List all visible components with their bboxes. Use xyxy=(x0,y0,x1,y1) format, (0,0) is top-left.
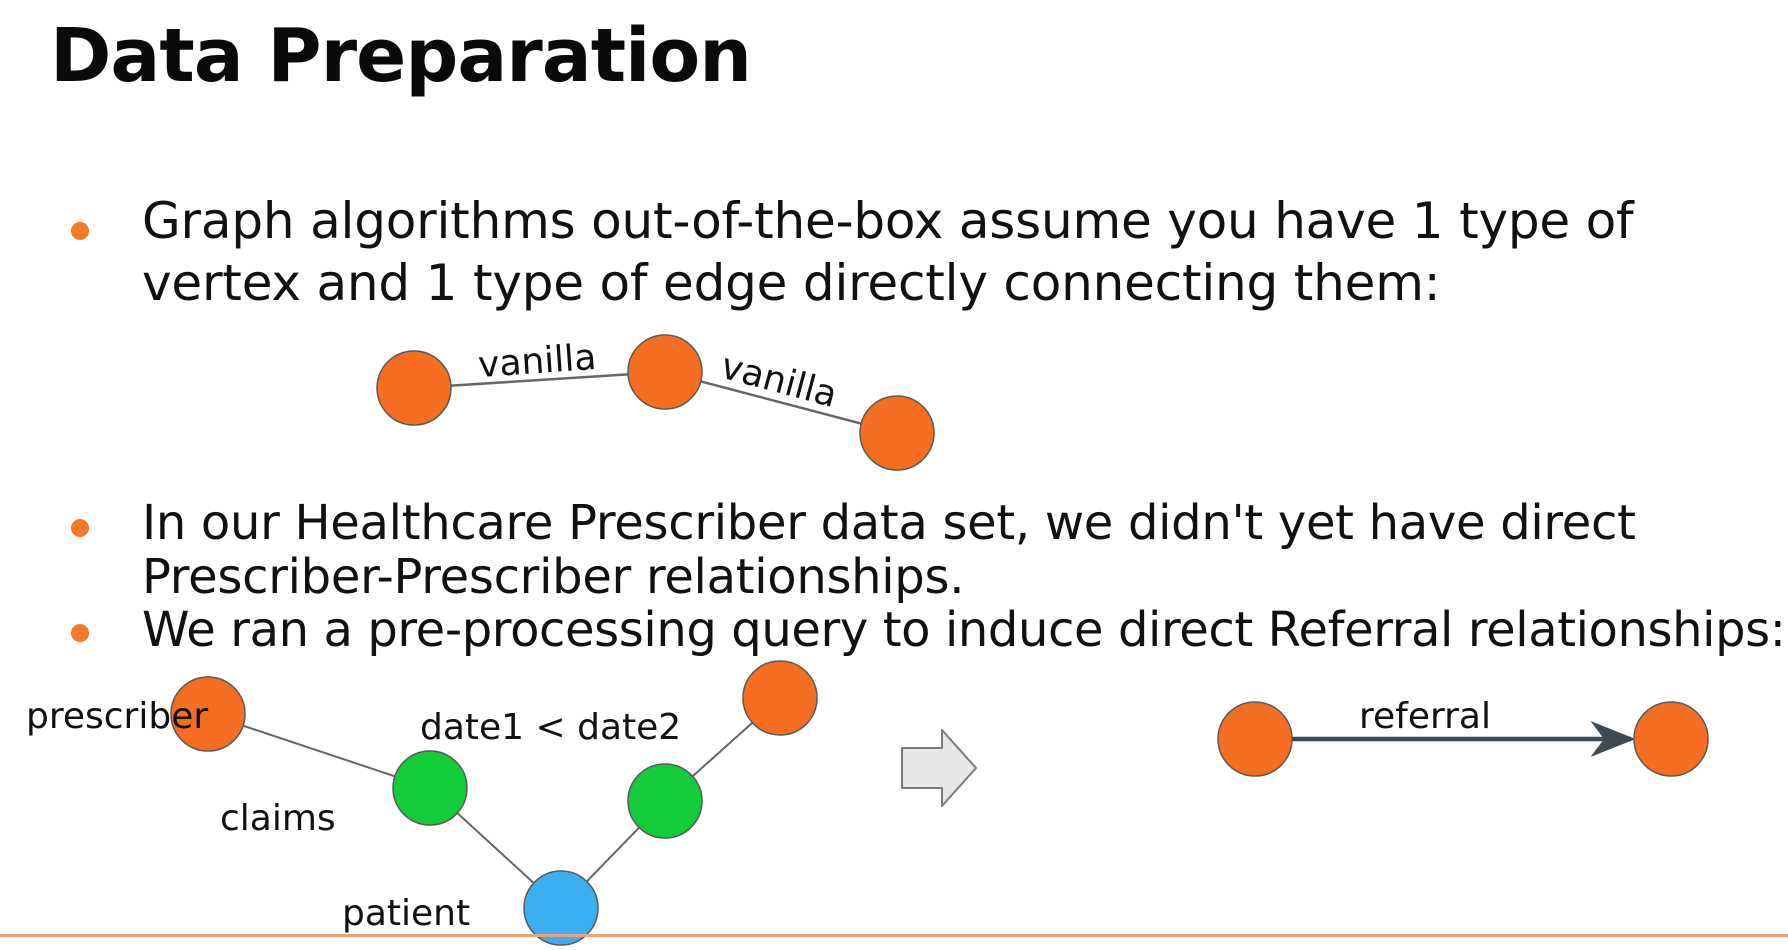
edge-label: vanilla xyxy=(477,337,598,386)
vanilla-edge xyxy=(413,370,666,390)
bullet-dot xyxy=(71,222,89,240)
bullet-1-line-2: vertex and 1 type of edge directly conne… xyxy=(142,254,1441,312)
claim-vertex xyxy=(392,750,468,826)
top-graph: vanilla vanilla xyxy=(376,334,935,471)
prescriber-vertex xyxy=(1633,701,1709,777)
bullet-2-line-1: In our Healthcare Prescriber data set, w… xyxy=(142,495,1636,551)
prescriber-vertex xyxy=(742,660,818,736)
vanilla-edge xyxy=(664,370,898,435)
edge xyxy=(207,713,431,789)
bullet-3-line-1: We ran a pre-processing query to induce … xyxy=(142,602,1786,658)
slide-title: Data Preparation xyxy=(50,13,752,99)
bullet-2-line-2: Prescriber-Prescriber relationships. xyxy=(142,549,965,605)
prescriber-vertex xyxy=(1217,701,1293,777)
prescriber-vertex xyxy=(170,676,246,752)
claims-label: claims xyxy=(220,798,336,839)
bullet-1-line-1: Graph algorithms out-of-the-box assume y… xyxy=(142,192,1634,250)
bullet-dot xyxy=(71,624,89,642)
source-graph: prescriber date1 < date2 claims patient xyxy=(26,660,818,946)
bullet-dot xyxy=(71,519,89,537)
prescriber-label: prescriber xyxy=(26,696,208,737)
referral-label: referral xyxy=(1359,696,1491,737)
bullet-text-1: Graph algorithms out-of-the-box assume y… xyxy=(142,190,1634,314)
bullet-text-3: We ran a pre-processing query to induce … xyxy=(142,603,1786,657)
vertex xyxy=(627,334,703,410)
patient-vertex xyxy=(523,870,599,946)
vertex xyxy=(376,350,452,426)
patient-label: patient xyxy=(342,893,470,934)
edge-label: vanilla xyxy=(717,346,842,416)
vertex xyxy=(859,395,935,471)
referral-graph: referral xyxy=(1217,696,1709,777)
right-arrow-icon xyxy=(901,729,977,807)
date-condition-label: date1 < date2 xyxy=(420,707,681,748)
claim-vertex xyxy=(627,763,703,839)
bullet-text-2: In our Healthcare Prescriber data set, w… xyxy=(142,496,1636,604)
bottom-rule xyxy=(0,934,1788,937)
